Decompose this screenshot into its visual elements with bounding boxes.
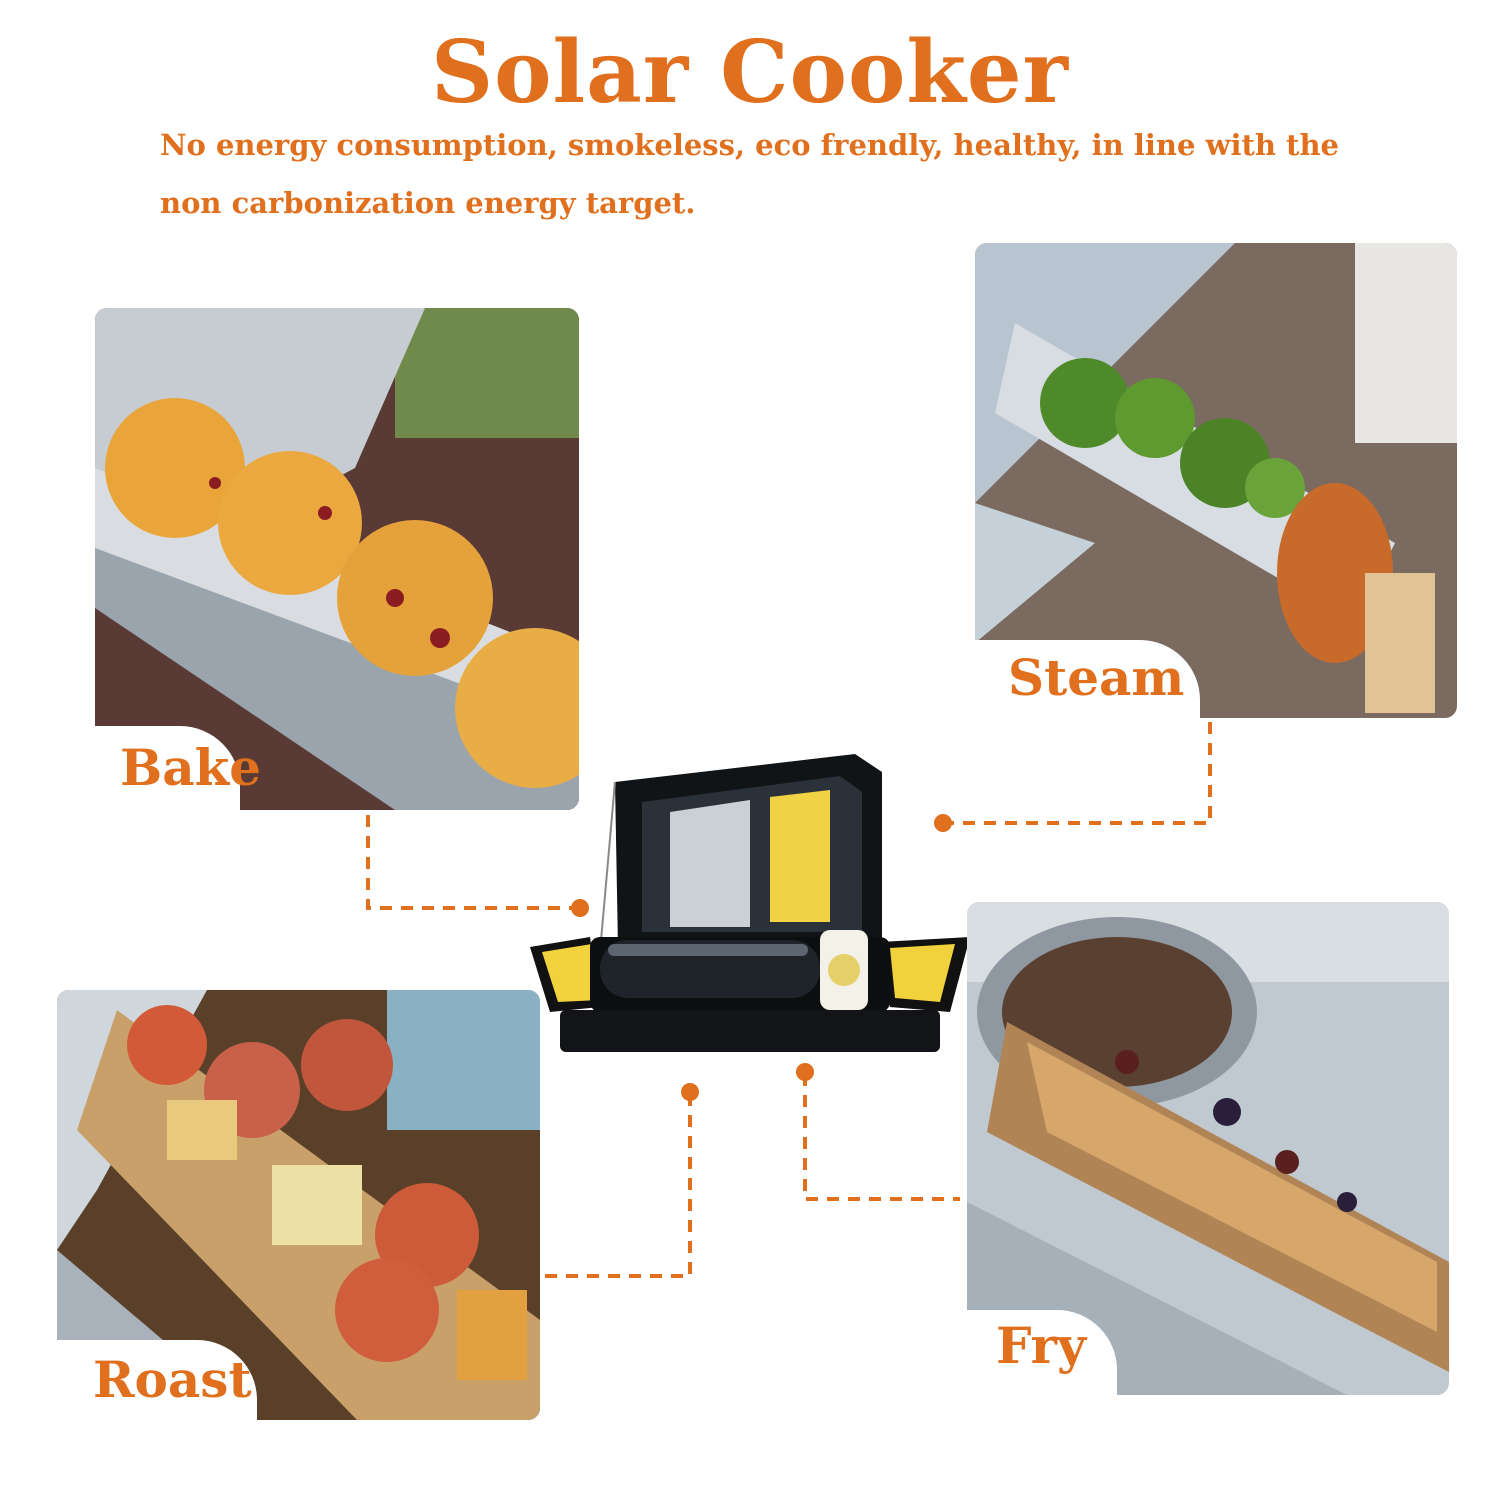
bake-label: Bake [120, 738, 262, 797]
roast-label-tab [57, 1340, 257, 1420]
bake-photo [95, 308, 579, 810]
fry-label: Fry [996, 1316, 1087, 1375]
steam-label-tab [975, 640, 1200, 718]
fry-connector-dot [796, 1063, 814, 1081]
steam-label: Steam [1008, 648, 1185, 707]
roast-label: Roast [93, 1350, 252, 1409]
page-subtitle: No energy consumption, smokeless, eco fr… [160, 128, 1339, 220]
steam-photo [975, 243, 1457, 718]
fry-label-tab [967, 1310, 1117, 1395]
solar-cooker-product [530, 752, 970, 1054]
roast-connector [540, 1094, 692, 1278]
page-title: Solar Cooker [431, 22, 1069, 123]
steam-connector [948, 722, 1212, 825]
roast-connector-dot [681, 1083, 699, 1101]
bake-label-tab [95, 726, 240, 810]
fry-connector [803, 1074, 960, 1201]
